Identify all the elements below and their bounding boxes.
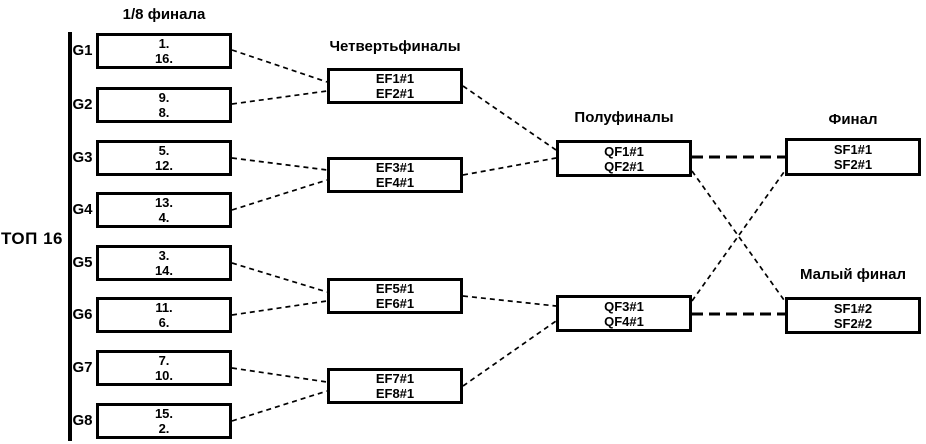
group-box-g1: 1. 16. (96, 33, 232, 69)
group-label-g5: G5 (72, 254, 93, 271)
header-round-of-16: 1/8 финала (122, 6, 206, 23)
quarterfinal-box-2: EF3#1 EF4#1 (327, 157, 463, 193)
final-box: SF1#1 SF2#1 (785, 138, 921, 176)
qualifier-top: EF7#1 (375, 371, 415, 386)
group-box-g5: 3. 14. (96, 245, 232, 281)
group-box-g2: 9. 8. (96, 87, 232, 123)
group-label-g6: G6 (72, 306, 93, 323)
top16-label: ТОП 16 (0, 229, 64, 248)
group-label-g3: G3 (72, 149, 93, 166)
connector-g3-ef (231, 157, 328, 171)
small-final-box: SF1#2 SF2#2 (785, 297, 921, 334)
connector-g8-ef (231, 390, 328, 422)
seed-bottom: 12. (154, 158, 174, 173)
semifinal-box-2: QF3#1 QF4#1 (556, 295, 692, 332)
connector-g7-ef (231, 367, 328, 383)
top16-bracket-bar (68, 32, 72, 441)
quarterfinal-box-1: EF1#1 EF2#1 (327, 68, 463, 104)
seed-bottom: 6. (158, 315, 170, 330)
seed-bottom: 16. (154, 51, 174, 66)
group-label-g7: G7 (72, 359, 93, 376)
qualifier-bottom: EF8#1 (375, 386, 415, 401)
header-final: Финал (828, 111, 878, 128)
group-label-g1: G1 (72, 42, 93, 59)
seed-top: 7. (158, 353, 170, 368)
qualifier-bottom: QF2#1 (604, 158, 644, 174)
group-box-g7: 7. 10. (96, 350, 232, 386)
connector-g5-ef (231, 262, 328, 293)
connector-g2-ef (231, 90, 328, 105)
seed-bottom: 10. (154, 368, 174, 383)
qualifier-top: SF1#1 (833, 142, 873, 157)
header-quarterfinals: Четвертьфиналы (329, 38, 461, 55)
seed-top: 1. (158, 36, 170, 51)
quarterfinal-box-4: EF7#1 EF8#1 (327, 368, 463, 404)
seed-bottom: 2. (158, 421, 170, 436)
group-label-g4: G4 (72, 201, 93, 218)
qualifier-top: QF3#1 (604, 298, 644, 314)
qualifier-bottom: QF4#1 (604, 313, 644, 329)
group-box-g3: 5. 12. (96, 140, 232, 176)
seed-top: 5. (158, 143, 170, 158)
seed-top: 9. (158, 90, 170, 105)
connector-g4-ef (231, 179, 328, 211)
qualifier-top: EF1#1 (375, 71, 415, 86)
group-box-g8: 15. 2. (96, 403, 232, 439)
group-label-g8: G8 (72, 412, 93, 429)
qualifier-bottom: EF6#1 (375, 296, 415, 311)
connector-g1-ef (231, 49, 328, 83)
connector-g6-ef (231, 300, 328, 316)
qualifier-bottom: SF2#1 (833, 157, 873, 172)
seed-top: 13. (154, 195, 174, 210)
seed-top: 3. (158, 248, 170, 263)
header-semifinals: Полуфиналы (574, 109, 674, 126)
seed-bottom: 8. (158, 105, 170, 120)
seed-top: 11. (155, 300, 173, 315)
qualifier-bottom: EF4#1 (375, 175, 415, 190)
seed-top: 15. (154, 406, 174, 421)
group-box-g4: 13. 4. (96, 192, 232, 228)
qualifier-top: QF1#1 (604, 143, 644, 159)
qualifier-top: EF5#1 (375, 281, 415, 296)
qualifier-bottom: EF2#1 (375, 86, 415, 101)
group-box-g6: 11. 6. (96, 297, 232, 333)
qualifier-top: EF3#1 (375, 160, 415, 175)
seed-bottom: 14. (154, 263, 174, 278)
connector-ef56-qf (462, 295, 557, 307)
qualifier-top: SF1#2 (833, 300, 873, 316)
header-small-final: Малый финал (799, 266, 907, 283)
quarterfinal-box-3: EF5#1 EF6#1 (327, 278, 463, 314)
seed-bottom: 4. (158, 210, 170, 225)
connector-ef12-qf (462, 85, 557, 151)
connector-ef78-qf (462, 320, 557, 387)
qualifier-bottom: SF2#2 (833, 315, 873, 331)
connector-ef34-qf (462, 157, 557, 176)
semifinal-box-1: QF1#1 QF2#1 (556, 140, 692, 177)
group-label-g2: G2 (72, 96, 93, 113)
